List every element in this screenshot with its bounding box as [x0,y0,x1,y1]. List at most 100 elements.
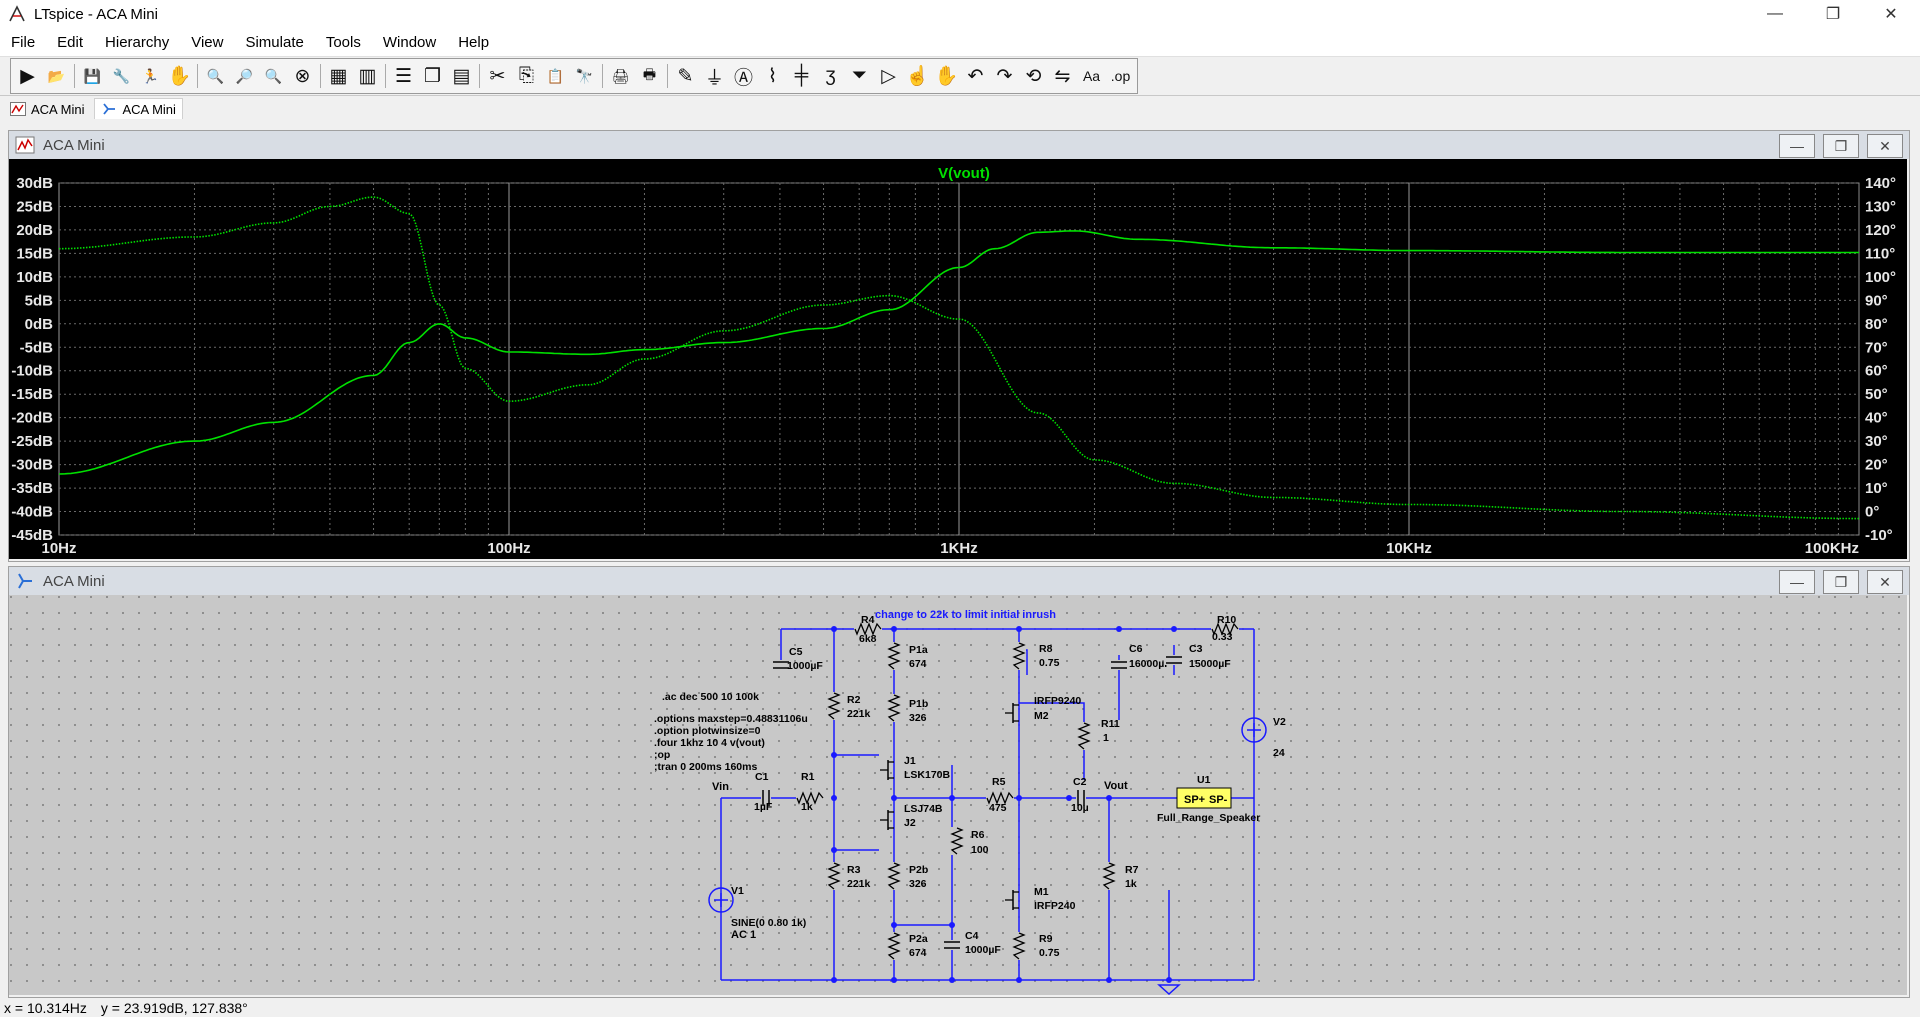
rotate-icon[interactable]: ⟲ [1025,65,1042,87]
print-preview-icon[interactable]: 🖨 [611,67,630,84]
menu-tools[interactable]: Tools [325,33,361,51]
schematic-close-button[interactable]: ✕ [1867,570,1903,594]
ground-icon[interactable]: ⏚ [704,67,724,89]
mirror-icon[interactable]: ⇋ [1054,65,1071,87]
spice-directive[interactable]: ;tran 0 200ms 160ms [654,761,757,773]
text-icon[interactable]: Aa [1082,68,1101,84]
speaker-symbol[interactable] [1176,787,1232,809]
save-icon[interactable]: 💾 [83,67,102,84]
spice-directive-icon[interactable]: .op [1110,68,1131,84]
trace-phase[interactable] [59,196,1859,520]
menu-simulate[interactable]: Simulate [245,33,304,51]
zoom-fit-icon[interactable]: ⊗ [294,65,311,87]
tile-vertical-icon[interactable]: ▤ [452,65,471,87]
trace-label-vout[interactable]: V(vout) [938,165,990,182]
tab-aca-mini-schematic[interactable]: ACA Mini [94,98,183,119]
drag-icon[interactable]: ✋ [934,66,959,87]
net-label-vin[interactable]: Vin [712,781,729,793]
schematic-window-titlebar[interactable]: ACA Mini — ❐ ✕ [9,567,1909,595]
schematic-canvas[interactable]: SP+ SP- change to 22k to limit initial i… [9,595,1907,995]
component-icon[interactable]: ▷ [881,65,896,87]
menu-window[interactable]: Window [382,33,437,51]
bode-plot[interactable]: 30dB25dB20dB15dB10dB5dB0dB-5dB-10dB-15dB… [9,159,1907,559]
waveform-window-titlebar[interactable]: ACA Mini — ❐ ✕ [9,131,1909,159]
zoom-in-icon[interactable]: 🔍 [206,67,225,84]
paste-icon[interactable]: 📋 [546,67,565,84]
spice-directive[interactable]: .option plotwinsize=0 [654,725,761,737]
waveform-close-button[interactable]: ✕ [1867,134,1903,158]
run-icon[interactable]: ▶ [20,65,35,87]
v1-ac-spec[interactable]: AC 1 [731,929,756,941]
wire-icon[interactable]: ✎ [677,65,694,87]
open-icon[interactable]: 📂 [47,67,66,84]
close-button[interactable]: ✕ [1884,6,1898,23]
tile-horizontal-icon[interactable]: ☰ [394,65,413,87]
fit-icon[interactable]: ▥ [358,65,377,87]
waveform-restore-button[interactable]: ❐ [1823,134,1859,158]
waveform-minimize-button[interactable]: — [1779,134,1815,158]
resistor-icon[interactable]: ⌇ [767,65,778,87]
zoom-area-icon[interactable]: 🔎 [235,67,254,84]
label-net-icon[interactable]: Ⓐ [733,67,753,89]
undo-icon[interactable]: ↶ [967,65,984,87]
spice-directive[interactable]: .ac dec 500 10 100k [662,691,759,703]
schematic-restore-button[interactable]: ❐ [1823,570,1859,594]
zoom-out-icon[interactable]: 🔍 [264,67,283,84]
net-label-vout[interactable]: Vout [1104,780,1128,792]
menu-file[interactable]: File [11,33,36,51]
menu-hierarchy[interactable]: Hierarchy [105,33,170,51]
maximize-button[interactable]: ❐ [1825,6,1841,23]
spice-directive[interactable]: ;op [654,749,670,761]
spice-directive[interactable]: .four 1khz 10 4 v(vout) [654,737,765,749]
spice-directive[interactable]: .options maxstep=0.48831106u [654,713,808,725]
capacitor-icon[interactable]: ╪ [794,65,809,86]
schematic-minimize-button[interactable]: — [1779,570,1815,594]
move-icon[interactable]: ☝ [905,66,930,87]
minimize-button[interactable]: — [1767,5,1783,22]
cascade-icon[interactable]: ❐ [423,65,442,87]
cut-icon[interactable]: ✂ [489,65,506,87]
halt-icon[interactable]: 🏃 [141,67,160,84]
pan-icon[interactable]: ✋ [167,66,192,87]
inductor-icon[interactable]: ʒ [825,65,836,86]
component-r8[interactable]: R80.75 [1012,642,1060,670]
inrush-note[interactable]: change to 22k to limit initial inrush [875,609,1056,621]
diode-icon[interactable]: ⏷ [851,65,868,86]
redo-icon[interactable]: ↷ [996,65,1013,87]
component-r9[interactable]: R90.75 [1012,932,1060,960]
copy-icon[interactable]: ⎘ [518,65,535,86]
print-icon[interactable]: 🖶 [642,66,657,82]
find-icon[interactable]: 🔭 [575,67,594,84]
menu-edit[interactable]: Edit [57,33,84,51]
menu-view[interactable]: View [191,33,224,51]
autorange-icon[interactable]: ▦ [329,65,348,87]
menu-help[interactable]: Help [458,33,490,51]
trace-magnitude[interactable] [58,230,1859,475]
